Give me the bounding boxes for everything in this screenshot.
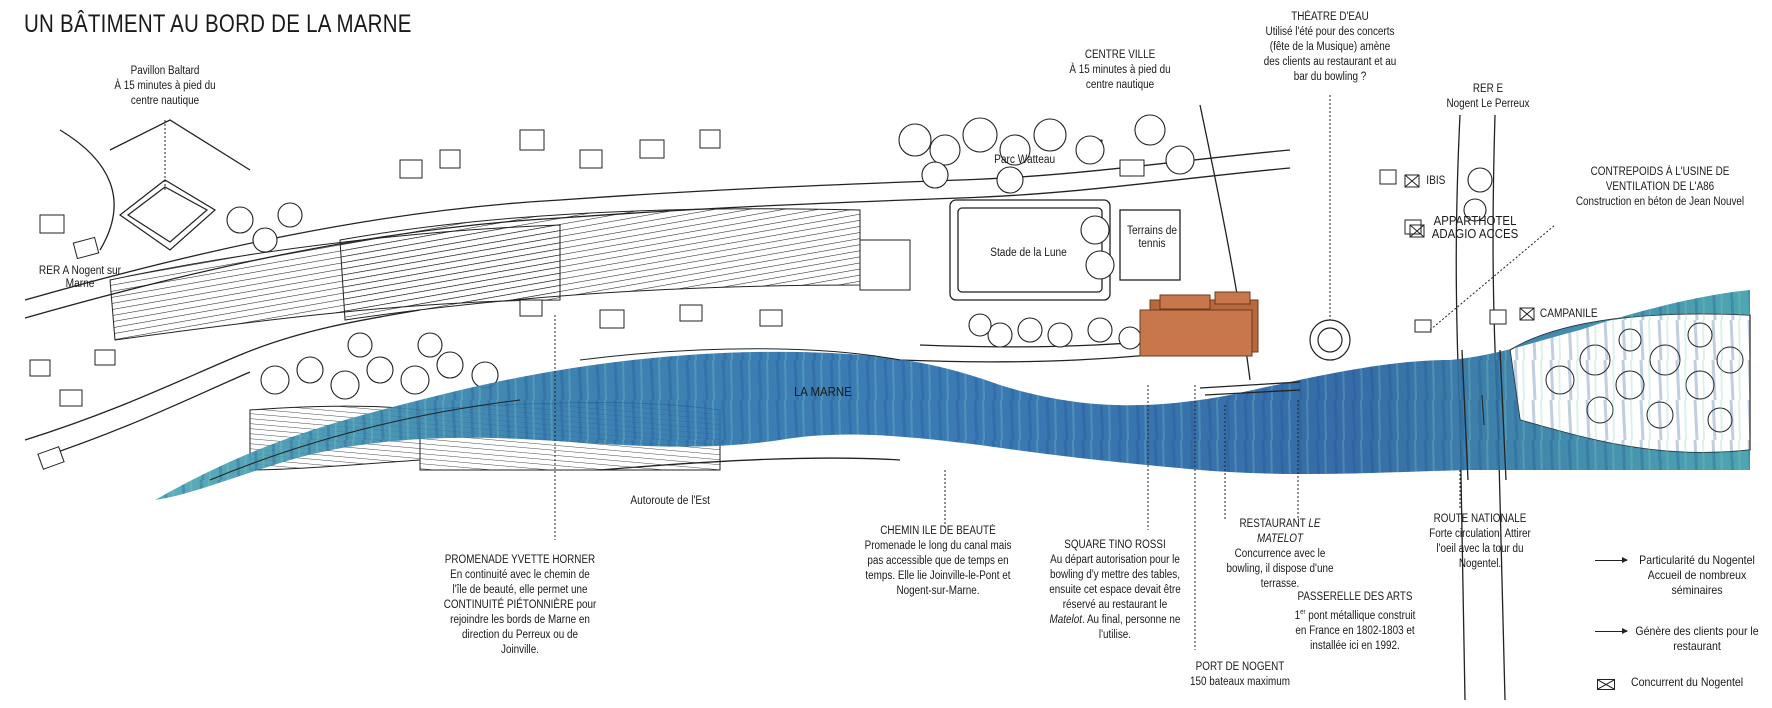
river-marne <box>155 290 1750 500</box>
note-contrepoids: CONTREPOIDS À L'USINE DE VENTILATION DE … <box>1575 166 1745 208</box>
arrow-icon <box>1595 628 1628 634</box>
nogentel-building <box>1139 291 1259 357</box>
label-la-marne: LA MARNE <box>793 384 852 399</box>
trees <box>226 114 1493 400</box>
pavillon-baltard-sketch <box>118 179 217 251</box>
port-pontoon <box>1199 381 1301 396</box>
leader-lines <box>164 95 1556 650</box>
page-title: UN BÂTIMENT AU BORD DE LA MARNE <box>24 10 412 38</box>
label-apparthotel: APPARTHOTEL ADAGIO ACCES <box>1431 213 1519 241</box>
label-stade: Stade de la Lune <box>990 247 1067 259</box>
bridge-route-nationale <box>1461 349 1507 481</box>
note-square: SQUARE TINO ROSSI Au départ autorisation… <box>1049 539 1181 641</box>
competitor-markers <box>1404 174 1535 321</box>
crossed-box-icon <box>1597 679 1615 690</box>
note-passerelle: PASSERELLE DES ARTS 1er pont métallique … <box>1294 591 1416 652</box>
stadium-outline <box>949 199 1181 301</box>
theatre-deau-sketch <box>1309 319 1351 361</box>
arrow-icon <box>1595 557 1628 563</box>
label-autoroute: Autoroute de l'Est <box>630 495 710 507</box>
note-restaurant: RESTAURANT LE MATELOT Concurrence avec l… <box>1226 518 1334 590</box>
label-parc-watteau: Parc Watteau <box>994 154 1056 166</box>
label-ibis: IBIS <box>1426 175 1446 187</box>
label-rer-a: RER A Nogent sur Marne <box>38 265 122 290</box>
label-campanile: CAMPANILE <box>1539 308 1598 320</box>
label-tennis: Terrains de tennis <box>1126 225 1178 250</box>
